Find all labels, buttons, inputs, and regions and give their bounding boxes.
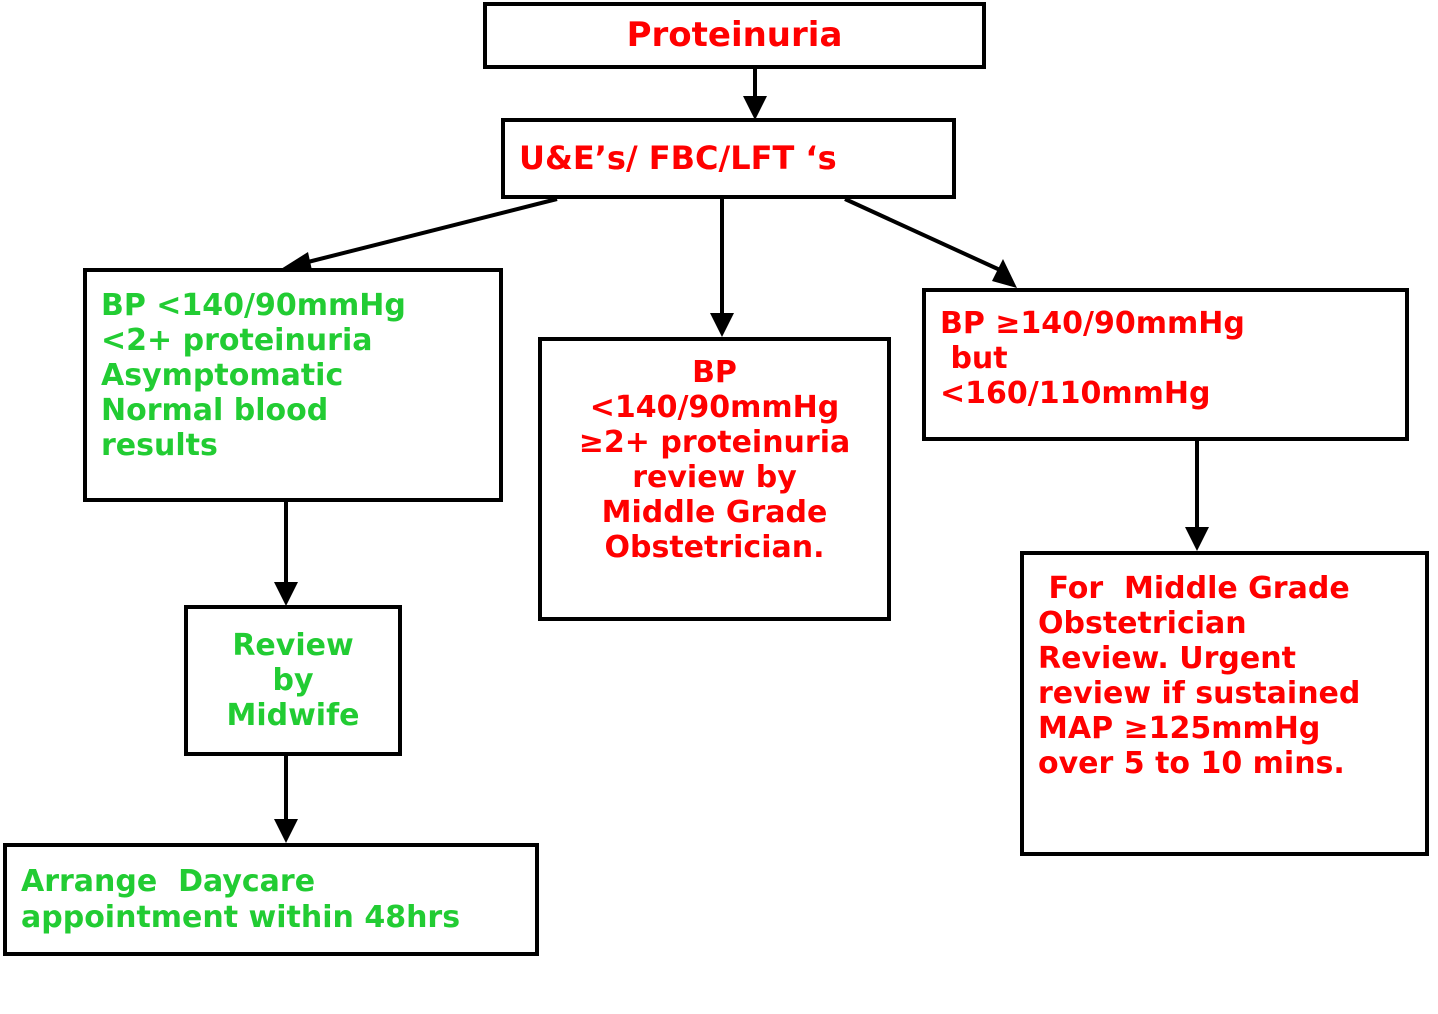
edge-bloods-to-branch-mid xyxy=(710,199,734,337)
node-daycare[interactable]: Arrange Daycare appointment within 48hrs xyxy=(3,843,539,956)
node-proteinuria[interactable]: Proteinuria xyxy=(483,2,986,69)
edge-branch-high-to-obstetrician-review xyxy=(1185,440,1209,551)
edge-proteinuria-to-bloods xyxy=(743,68,767,120)
edge-review-midwife-to-daycare xyxy=(274,755,298,843)
node-branch-high[interactable]: BP ≥140/90mmHg but <160/110mmHg xyxy=(922,288,1409,441)
node-bloods[interactable]: U&E’s/ FBC/LFT ‘s xyxy=(501,118,956,199)
node-obstetrician-review[interactable]: For Middle Grade Obstetrician Review. Ur… xyxy=(1020,551,1429,856)
edge-bloods-to-branch-low xyxy=(281,197,558,275)
edge-bloods-to-branch-high xyxy=(844,197,1017,288)
node-branch-mid[interactable]: BP <140/90mmHg ≥2+ proteinuria review by… xyxy=(538,337,891,621)
edge-branch-low-to-review-midwife xyxy=(274,501,298,606)
node-branch-low[interactable]: BP <140/90mmHg <2+ proteinuria Asymptoma… xyxy=(83,268,503,502)
node-review-midwife[interactable]: Review by Midwife xyxy=(184,605,402,756)
